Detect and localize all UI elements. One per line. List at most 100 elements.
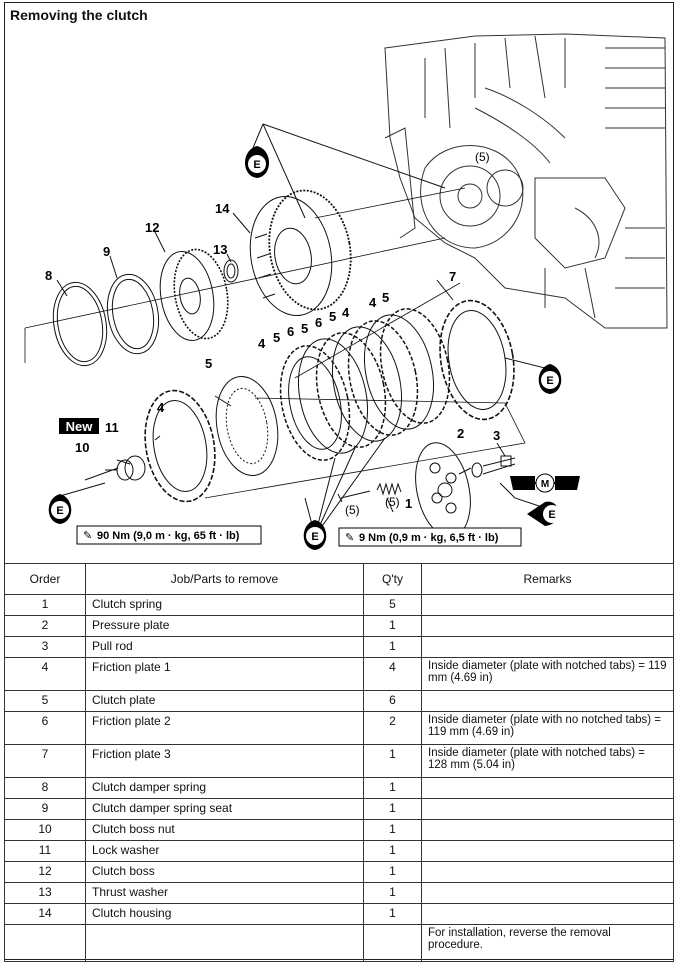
row-remarks <box>421 819 674 841</box>
engine-oil-icon: E <box>527 501 561 526</box>
row-remarks <box>421 903 674 925</box>
row-qty: 5 <box>363 594 422 616</box>
row-remarks <box>421 882 674 904</box>
row-order: 14 <box>4 903 86 925</box>
row-remarks <box>421 636 674 658</box>
callout-4: 4 <box>157 400 165 415</box>
row-order: 2 <box>4 615 86 637</box>
exploded-diagram: E E E E E M New ✎ 90 Nm (9,0 m · kg, 65 … <box>5 28 673 563</box>
row-order: 13 <box>4 882 86 904</box>
row-remarks <box>421 798 674 820</box>
part-13-thrust-washer <box>223 259 239 283</box>
row-qty: 2 <box>363 711 422 745</box>
row-job: Clutch boss nut <box>85 819 364 841</box>
part-8-damper-spring <box>52 281 108 367</box>
svg-text:E: E <box>56 505 63 517</box>
row-qty: 1 <box>363 777 422 799</box>
plate-stack <box>279 308 451 461</box>
callout-13: 13 <box>213 242 227 257</box>
wrench-icon: ✎ <box>83 530 92 542</box>
engine-oil-icon: E <box>303 506 327 550</box>
callout-8: 8 <box>45 268 52 283</box>
row-order: 1 <box>4 594 86 616</box>
row-qty: 1 <box>363 903 422 925</box>
row-order: 4 <box>4 657 86 691</box>
callout-1: 1 <box>405 496 412 511</box>
row-job: Pull rod <box>85 636 364 658</box>
callout-7: 7 <box>449 269 456 284</box>
engine-oil-icon: E <box>245 128 269 178</box>
engine-oil-icon: E <box>538 348 562 394</box>
engine-oil-icon: E <box>48 480 72 524</box>
row-remarks: Inside diameter (plate with no notched t… <box>421 711 674 745</box>
row-job: Pressure plate <box>85 615 364 637</box>
svg-text:M: M <box>541 479 549 490</box>
callout-5: 5 <box>329 309 336 324</box>
part-7-friction-plate-3 <box>439 299 515 421</box>
callout-2: 2 <box>457 426 464 441</box>
row-remarks <box>421 777 674 799</box>
row-qty: 1 <box>363 840 422 862</box>
row-job: Lock washer <box>85 840 364 862</box>
callout-3: 3 <box>493 428 500 443</box>
new-badge: New <box>59 418 99 434</box>
callout-10: 10 <box>75 440 89 455</box>
svg-text:E: E <box>311 531 318 543</box>
header-remarks: Remarks <box>421 563 674 595</box>
row-job: Clutch housing <box>85 903 364 925</box>
part-2-pressure-plate <box>415 442 471 538</box>
wrench-icon: ✎ <box>345 532 354 544</box>
part-12-clutch-boss <box>159 248 229 342</box>
table-header: Order Job/Parts to remove Q'ty Remarks <box>4 563 674 595</box>
callout-6: 6 <box>287 324 294 339</box>
part-10-11-nut-washer <box>105 455 146 481</box>
row-job: Clutch damper spring seat <box>85 798 364 820</box>
row-job: Friction plate 2 <box>85 711 364 745</box>
callout-5-paren: (5) <box>385 495 400 509</box>
row-remarks <box>421 594 674 616</box>
row-remarks: Inside diameter (plate with notched tabs… <box>421 657 674 691</box>
row-qty: 1 <box>363 882 422 904</box>
row-order: 8 <box>4 777 86 799</box>
callout-4: 4 <box>369 295 377 310</box>
callout-5: 5 <box>382 290 389 305</box>
part-14-clutch-housing <box>249 189 352 316</box>
header-job: Job/Parts to remove <box>85 563 364 595</box>
parts-table: Order Job/Parts to remove Q'ty Remarks 1… <box>4 563 674 962</box>
svg-text:E: E <box>546 375 553 387</box>
row-order: 10 <box>4 819 86 841</box>
callout-5-paren: (5) <box>345 503 360 517</box>
row-remarks: Inside diameter (plate with notched tabs… <box>421 744 674 778</box>
row-qty: 6 <box>363 690 422 712</box>
torque-spec-right: ✎ 9 Nm (0,9 m · kg, 6,5 ft · lb) <box>338 527 522 547</box>
row-job: Friction plate 3 <box>85 744 364 778</box>
svg-text:New: New <box>66 419 94 434</box>
row-qty: 1 <box>363 819 422 841</box>
row-job: Clutch spring <box>85 594 364 616</box>
row-qty <box>363 924 422 962</box>
row-job: Clutch plate <box>85 690 364 712</box>
callout-5: 5 <box>205 356 212 371</box>
svg-text:E: E <box>253 159 260 171</box>
callout-4: 4 <box>342 305 350 320</box>
row-order: 5 <box>4 690 86 712</box>
header-qty: Q'ty <box>363 563 422 595</box>
engine-block <box>384 33 668 329</box>
row-job: Clutch boss <box>85 861 364 883</box>
row-remarks <box>421 840 674 862</box>
callout-5: 5 <box>273 330 280 345</box>
callout-9: 9 <box>103 244 110 259</box>
row-remarks: For installation, reverse the removal pr… <box>421 924 674 962</box>
row-remarks <box>421 690 674 712</box>
